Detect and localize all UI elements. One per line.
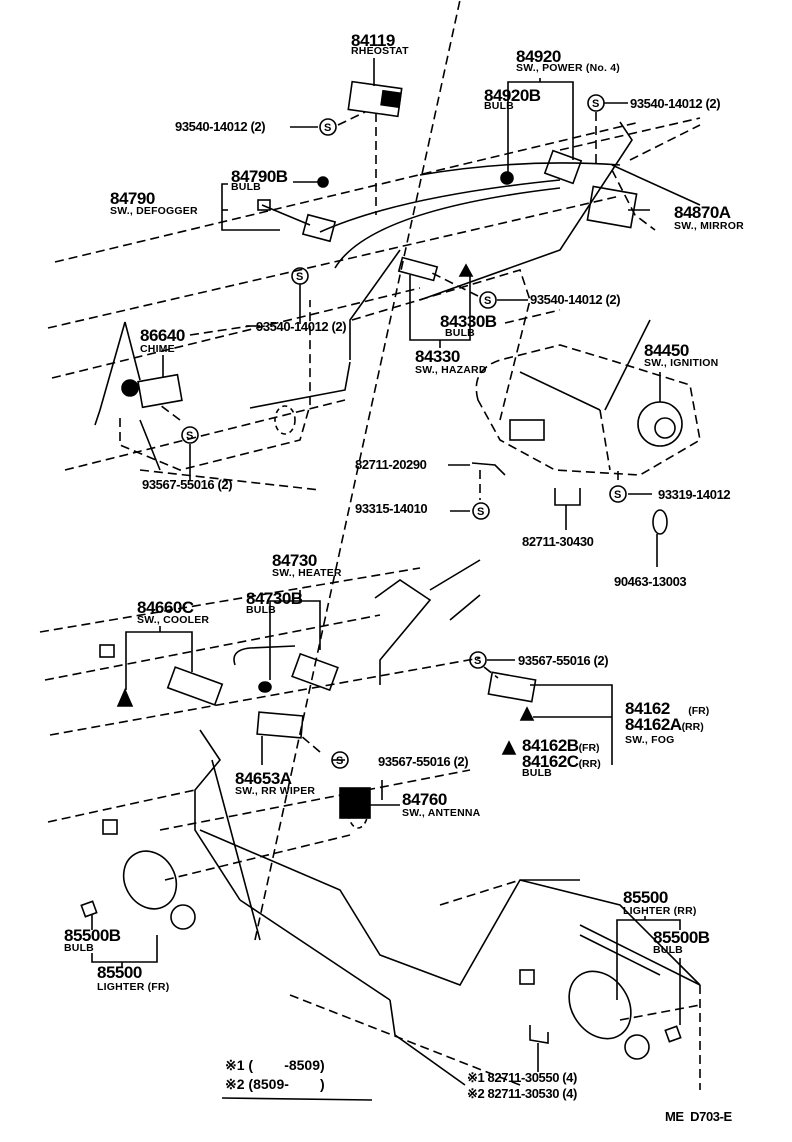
power-bulb-part-number[interactable]: 84920B: [484, 86, 541, 105]
lighter-fr-bulb-description: BULB: [64, 942, 94, 954]
fog-switch-rr-suffix: (RR): [681, 721, 704, 733]
rheostat-description: RHEOSTAT: [351, 45, 409, 57]
lighter-rr-bulb-description: BULB: [653, 944, 683, 956]
clamp-30430-part-number[interactable]: 82711-30430: [522, 534, 594, 549]
footnote-2-mark: ※2: [225, 1076, 245, 1092]
defogger-bulb-part-number[interactable]: 84790B: [231, 167, 288, 186]
fog-switch-fr-suffix: (FR): [688, 705, 710, 717]
lighter-rr-part-number[interactable]: 85500: [623, 888, 668, 907]
component-sketches: [80, 80, 682, 1060]
footnote-1-mark: ※1: [225, 1057, 245, 1073]
lower-console-outline: [39, 0, 701, 1090]
clamp-30550-part-number[interactable]: ※1 82711-30550 (4): [467, 1070, 577, 1085]
screw-symbol: S: [474, 655, 481, 667]
antenna-switch-description: SW., ANTENNA: [402, 807, 481, 819]
leader-lines: [91, 58, 681, 1072]
screw-rheostat-part-number[interactable]: 93540-14012 (2): [175, 119, 266, 134]
screw-fog-part-number[interactable]: 93567-55016 (2): [518, 653, 609, 668]
lighter-rr-bulb-part-number[interactable]: 85500B: [653, 928, 710, 947]
lighter-fr-bulb-part-number[interactable]: 85500B: [64, 926, 121, 945]
chime-part-number[interactable]: 86640: [140, 326, 185, 345]
screw-defogger-part-number[interactable]: 93540-14012 (2): [256, 319, 347, 334]
fog-switch-rr-part-number[interactable]: 84162A: [625, 715, 682, 734]
fog-switch-fr-row: 84162 (FR): [625, 700, 709, 718]
footnote-2-range: (8509- ): [248, 1076, 325, 1092]
mirror-switch-part-number[interactable]: 84870A: [674, 203, 731, 222]
power-switch-part-number[interactable]: 84920: [516, 47, 561, 66]
screw-symbol: S: [614, 489, 621, 501]
power-bulb-description: BULB: [484, 100, 514, 112]
fog-bulb-fr-suffix: (FR): [578, 742, 600, 754]
hazard-bulb-description: BULB: [445, 327, 475, 339]
power-switch-description: SW., POWER (No. 4): [516, 62, 620, 74]
heater-bulb-description: BULB: [246, 604, 276, 616]
screw-symbol: S: [592, 98, 599, 110]
screw-symbols: S S S S S S S S S: [181, 94, 627, 769]
footnote-2: ※2 (8509- ): [225, 1077, 325, 1091]
rr-wiper-switch-part-number[interactable]: 84653A: [235, 769, 292, 788]
screw-symbol: S: [324, 122, 331, 134]
ignition-housing: [475, 344, 701, 476]
cooler-switch-description: SW., COOLER: [137, 614, 210, 626]
screw-rr-wiper-part-number[interactable]: 93567-55016 (2): [378, 754, 469, 769]
hazard-bulb-part-number[interactable]: 84330B: [440, 312, 497, 331]
defogger-switch-description: SW., DEFOGGER: [110, 205, 198, 217]
fog-switch-rr-row: 84162A(RR): [625, 716, 704, 734]
heater-switch-part-number[interactable]: 84730: [272, 551, 317, 570]
cooler-switch-part-number[interactable]: 84660C: [137, 598, 194, 617]
screw-hazard-part-number[interactable]: 93540-14012 (2): [530, 292, 621, 307]
screw-top-right-part-number[interactable]: 93540-14012 (2): [630, 96, 721, 111]
screw-symbol: S: [484, 295, 491, 307]
footnote-underline: [221, 1097, 373, 1101]
screw-symbol: S: [336, 755, 343, 767]
lighter-fr-description: LIGHTER (FR): [97, 981, 170, 993]
ignition-switch-part-number[interactable]: 84450: [644, 341, 689, 360]
fog-bulb-rr-row: 84162C(RR): [522, 753, 601, 771]
hazard-switch-part-number[interactable]: 84330: [415, 347, 460, 366]
screw-93315-part-number[interactable]: 93315-14010: [355, 501, 428, 516]
clamp-20290-part-number[interactable]: 82711-20290: [355, 457, 427, 472]
screw-93319-part-number[interactable]: 93319-14012: [658, 487, 731, 502]
footnote-1-range: ( -8509): [248, 1057, 325, 1073]
heater-bulb-part-number[interactable]: 84730B: [246, 589, 303, 608]
footnote-1: ※1 ( -8509): [225, 1058, 325, 1072]
antenna-switch-part-number[interactable]: 84760: [402, 790, 447, 809]
defogger-switch-part-number[interactable]: 84790: [110, 189, 155, 208]
hazard-switch-description: SW., HAZARD: [415, 364, 487, 376]
fog-bulb-rr-suffix: (RR): [578, 758, 601, 770]
lighter-fr-part-number[interactable]: 85500: [97, 963, 142, 982]
clamp-30530-part-number[interactable]: ※2 82711-30530 (4): [467, 1086, 577, 1101]
screw-symbol: S: [186, 430, 193, 442]
fog-bulb-description: BULB: [522, 767, 552, 779]
mirror-switch-description: SW., MIRROR: [674, 220, 744, 232]
screw-symbol: S: [477, 506, 484, 518]
chime-description: CHIME: [140, 343, 175, 355]
rr-wiper-switch-description: SW., RR WIPER: [235, 785, 316, 797]
defogger-bulb-description: BULB: [231, 181, 261, 193]
screw-symbol: S: [296, 271, 303, 283]
fog-bulb-fr-row: 84162B(FR): [522, 737, 600, 755]
screw-chime-part-number[interactable]: 93567-55016 (2): [142, 477, 233, 492]
fog-bulb-fr-part-number[interactable]: 84162B: [522, 736, 579, 755]
socket-90463-part-number[interactable]: 90463-13003: [614, 574, 687, 589]
heater-switch-description: SW., HEATER: [272, 567, 342, 579]
fog-switch-description: SW., FOG: [625, 734, 675, 746]
diagram-reference-code: ME D703-E: [665, 1109, 732, 1124]
rheostat-part-number[interactable]: 84119: [351, 31, 395, 50]
ignition-switch-description: SW., IGNITION: [644, 357, 719, 369]
fog-switch-fr-part-number[interactable]: 84162: [625, 699, 670, 718]
fog-bulb-rr-part-number[interactable]: 84162C: [522, 752, 579, 771]
lighter-rr-description: LIGHTER (RR): [623, 905, 697, 917]
